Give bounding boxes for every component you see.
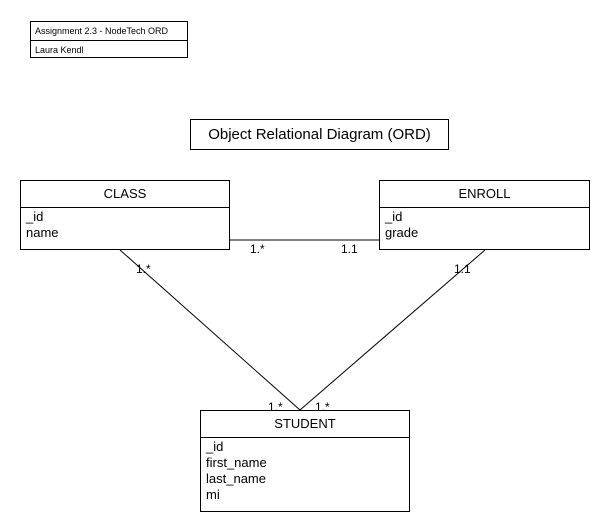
enroll-attributes: _id grade (380, 208, 589, 241)
mult-class-student-student-end: 1.* (268, 400, 283, 414)
class-entity-name: CLASS (21, 181, 229, 208)
link-enroll-student (299, 249, 486, 411)
enroll-entity[interactable]: ENROLL _id grade (379, 180, 590, 250)
class-attr-id: _id (26, 209, 44, 224)
mult-class-enroll-class-end: 1.* (250, 242, 265, 256)
mult-enroll-student-enroll-end: 1.1 (454, 262, 471, 276)
student-attr-mi: mi (206, 487, 220, 502)
assignment-info-box: Assignment 2.3 - NodeTech ORD Laura Kend… (30, 21, 188, 58)
enroll-attr-grade: grade (385, 225, 419, 240)
student-attributes: _id first_name last_name mi (201, 438, 409, 503)
class-attributes: _id name (21, 208, 229, 241)
student-attr-id: _id (206, 439, 224, 454)
enroll-entity-name: ENROLL (380, 181, 589, 208)
link-class-student (119, 249, 301, 411)
mult-class-student-class-end: 1.* (136, 262, 151, 276)
enroll-attr-id: _id (385, 209, 403, 224)
assignment-title: Assignment 2.3 - NodeTech ORD (35, 26, 169, 36)
diagram-title: Object Relational Diagram (ORD) (190, 119, 449, 150)
author-name: Laura Kendl (31, 40, 187, 59)
student-entity-name: STUDENT (201, 411, 409, 438)
student-entity[interactable]: STUDENT _id first_name last_name mi (200, 410, 410, 512)
student-attr-first-name: first_name (206, 455, 267, 470)
class-entity[interactable]: CLASS _id name (20, 180, 230, 250)
class-attr-name: name (26, 225, 59, 240)
student-attr-last-name: last_name (206, 471, 266, 486)
mult-class-enroll-enroll-end: 1.1 (341, 242, 358, 256)
mult-enroll-student-student-end: 1.* (315, 400, 330, 414)
